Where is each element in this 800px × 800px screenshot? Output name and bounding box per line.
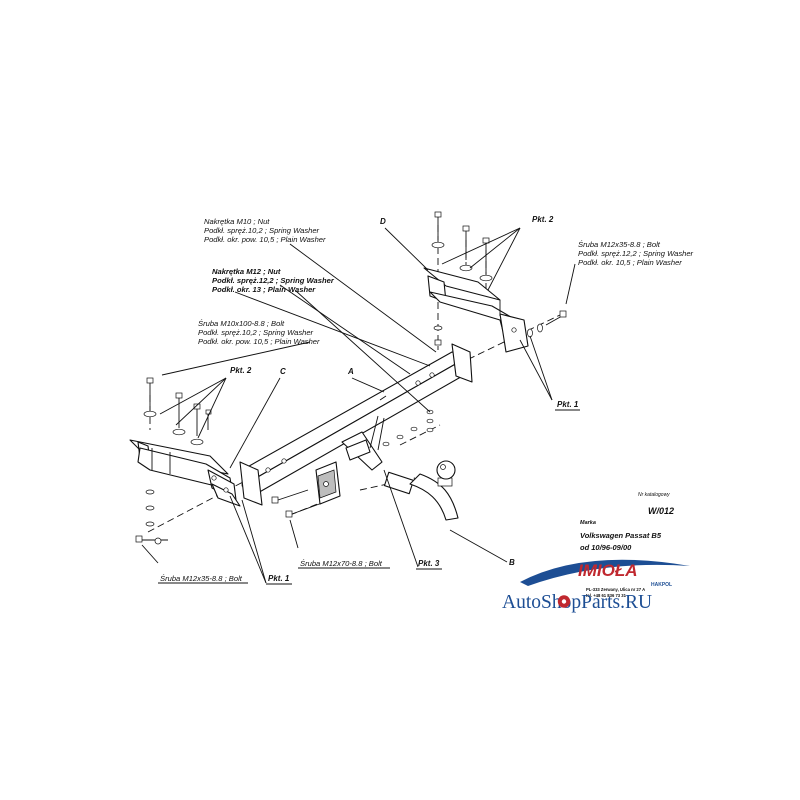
label-m10-nut: Nakrętka M10 ; Nut: [204, 217, 270, 226]
label-bolt100: Śruba M10x100-8.8 ; Bolt: [198, 319, 285, 328]
label-m12-nut: Nakrętka M12 ; Nut: [212, 267, 281, 276]
label-m10-spring: Podkł. spręż.10,2 ; Spring Washer: [204, 226, 320, 235]
point-labels: Pkt. 2 Pkt. 2 Pkt. 1 Pkt. 1 Pkt. 3: [230, 215, 580, 585]
label-bolt35-left: Śruba M12x35-8.8 ; Bolt: [160, 574, 243, 583]
pkt2-left: Pkt. 2: [230, 366, 252, 375]
info-block: Nr katalogowy W/012 Marka Volkswagen Pas…: [580, 492, 674, 552]
watermark-text: AutoShopParts.RU: [502, 592, 652, 613]
leader-lines: [141, 227, 576, 584]
catalog-number: W/012: [648, 506, 674, 516]
vehicle-model: Volkswagen Passat B5: [580, 531, 662, 540]
part-b: B: [509, 558, 515, 567]
label-m12-plain: Podkł. okr. 13 ; Plain Washer: [212, 285, 316, 294]
part-letters: A B C D: [280, 217, 515, 567]
label-bolt35-right: Śruba M12x35-8.8 ; Bolt: [578, 240, 661, 249]
part-d: D: [380, 217, 386, 226]
mounting-plate: [315, 415, 385, 505]
main-crossbar: [239, 343, 473, 506]
logo-sub: HAKPOL: [651, 582, 672, 588]
brand-label: Marka: [580, 520, 596, 526]
logo-address-2: tel. +48 61 836 73 31: [586, 593, 627, 598]
label-bolt35-right-plain: Podkł. okr. 10,5 ; Plain Washer: [578, 258, 682, 267]
label-bolt70: Śruba M12x70-8.8 ; Bolt: [300, 559, 383, 568]
label-bolt100-plain: Podkł. okr. pow. 10,5 ; Plain Washer: [198, 337, 320, 346]
label-bolt35-right-spring: Podkł. spręż.12,2 ; Spring Washer: [578, 249, 694, 258]
logo-name: IMIOŁA: [578, 561, 638, 580]
callout-labels: Nakrętka M10 ; Nut Podkł. spręż.10,2 ; S…: [158, 217, 694, 584]
logo-address-1: PL-333 Zerwany, Ulica nr 27 A: [586, 587, 645, 592]
towball: [383, 460, 459, 521]
part-a: A: [347, 367, 354, 376]
label-bolt100-spring: Podkł. spręż.10,2 ; Spring Washer: [198, 328, 314, 337]
pkt1-right: Pkt. 1: [557, 400, 579, 409]
catalog-label: Nr katalogowy: [638, 492, 670, 498]
label-m12-spring: Podkł. spręż.12,2 ; Spring Washer: [212, 276, 335, 285]
label-m10-plain: Podkł. okr. pow. 10,5 ; Plain Washer: [204, 235, 326, 244]
production-period: od 10/96-09/00: [580, 543, 632, 552]
pkt2-right: Pkt. 2: [532, 215, 554, 224]
right-bolts: [431, 211, 567, 346]
pkt1-left: Pkt. 1: [268, 574, 290, 583]
imiola-logo: IMIOŁA HAKPOL PL-333 Zerwany, Ulica nr 2…: [520, 559, 690, 598]
pkt3: Pkt. 3: [418, 559, 440, 568]
left-bolts: [135, 377, 212, 545]
part-c: C: [280, 367, 286, 376]
left-bracket: [129, 439, 241, 507]
watermark: AutoShopParts.RU: [502, 592, 652, 613]
right-bracket: [423, 267, 529, 353]
